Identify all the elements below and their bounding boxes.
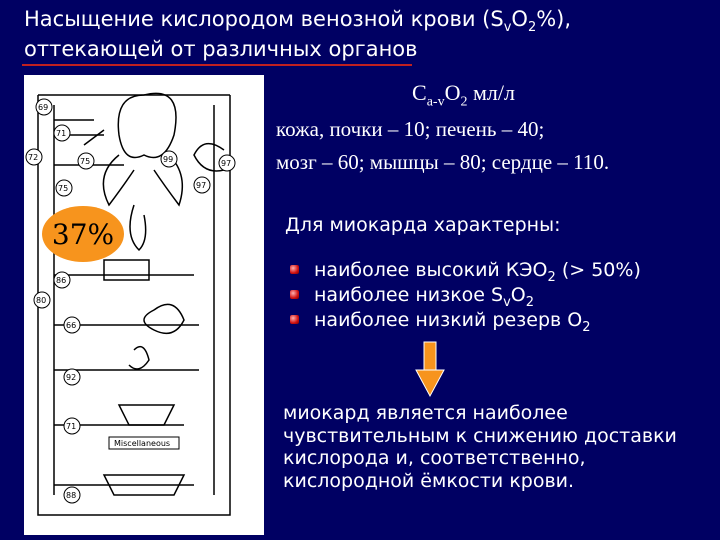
down-arrow-icon <box>415 341 445 398</box>
formula-o: O <box>444 80 461 105</box>
bullet-sub-2: 2 <box>525 295 535 310</box>
slide-title: Насыщение кислородом венозной крови (SvO… <box>24 6 704 63</box>
value-97a: 97 <box>221 159 231 168</box>
value-71: 71 <box>56 129 66 138</box>
formula-sub-2: 2 <box>460 94 468 110</box>
value-72: 72 <box>28 153 38 162</box>
bullet-lowest-reserve: наиболее низкий резерв О2 <box>287 308 641 335</box>
avdo2-formula: Ca-vO2 мл/л <box>412 80 515 110</box>
bullet-text: наиболее низкий резерв О <box>314 309 583 331</box>
value-80: 80 <box>36 296 46 305</box>
bullet-after: O <box>510 284 526 306</box>
title-line-1: Насыщение кислородом венозной крови (SvO… <box>24 6 704 36</box>
value-88: 88 <box>66 491 76 500</box>
formula-unit: мл/л <box>467 80 515 105</box>
title-underline <box>22 64 412 66</box>
value-69: 69 <box>38 103 48 112</box>
bullet-after: (> 50%) <box>555 259 641 281</box>
bullet-sub: 2 <box>582 320 591 335</box>
miscellaneous-label: Miscellaneous <box>114 439 170 448</box>
oxygen-values: 69 71 72 75 99 97 75 97 86 80 66 92 71 8… <box>25 98 236 504</box>
myocardium-heading: Для миокарда характерны: <box>285 214 561 236</box>
myocardium-bullet-list: наиболее высокий КЭО2 (> 50%) наиболее н… <box>287 258 641 335</box>
title-line-2: оттекающей от различных органов <box>24 37 418 61</box>
bullet-highest-oer: наиболее высокий КЭО2 (> 50%) <box>287 258 641 285</box>
title-sub-2: 2 <box>527 20 537 35</box>
value-66: 66 <box>66 321 76 330</box>
bullet-icon <box>290 290 299 299</box>
value-99: 99 <box>163 155 173 164</box>
myocardium-saturation-badge: 37% <box>42 206 124 262</box>
value-71b: 71 <box>66 422 76 431</box>
title-text-end: %), <box>536 7 572 31</box>
value-92: 92 <box>66 373 76 382</box>
title-text-a: Насыщение кислородом венозной крови (S <box>24 7 504 31</box>
bullet-text: наиболее низкое S <box>314 284 504 306</box>
value-86: 86 <box>56 276 66 285</box>
conclusion-text: миокард является наиболее чувствительным… <box>283 402 677 492</box>
value-75b: 75 <box>58 184 68 193</box>
bullet-text: наиболее высокий КЭО <box>314 259 548 281</box>
bullet-sub: v <box>503 295 511 310</box>
organs-line-1: кожа, почки – 10; печень – 40; <box>276 117 545 141</box>
formula-sub-av: a-v <box>426 94 445 110</box>
bullet-icon <box>290 265 299 274</box>
bullet-sub: 2 <box>547 270 556 285</box>
organs-line-2: мозг – 60; мышцы – 80; сердце – 110. <box>276 150 610 174</box>
title-sub-v: v <box>503 20 512 35</box>
title-text-o: O <box>511 7 528 31</box>
circulation-diagram-svg: 69 71 72 75 99 97 75 97 86 80 66 92 71 8… <box>25 92 236 516</box>
bullet-icon <box>290 315 299 324</box>
value-97b: 97 <box>196 181 206 190</box>
circulation-diagram: 69 71 72 75 99 97 75 97 86 80 66 92 71 8… <box>24 75 264 535</box>
value-75a: 75 <box>80 157 90 166</box>
bullet-lowest-svo2: наиболее низкое SvO2 <box>287 283 641 310</box>
formula-c: C <box>412 80 427 105</box>
